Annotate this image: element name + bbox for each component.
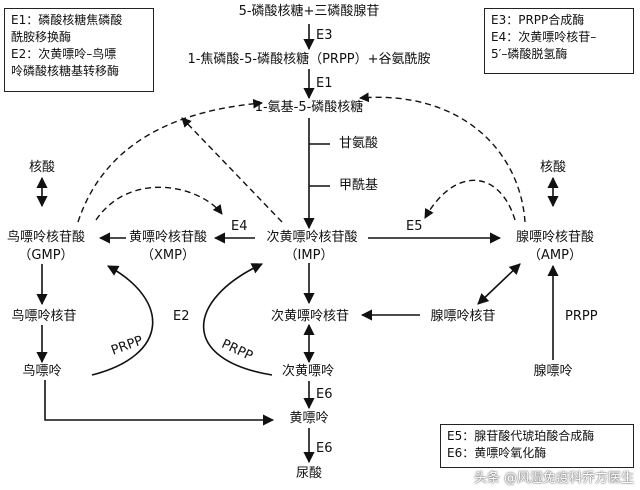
enzyme-e6-label-a: E6 [316,387,333,402]
enzyme-e2-label: E2 [173,309,190,324]
watermark: 头条 @风湿免疫科乔方医生 [473,471,634,486]
node-adenosine: 腺嘌呤核苷 [430,309,496,324]
feedback-gmp-to-xmp [95,186,223,221]
node-xmp-abbr: （XMP） [141,248,195,263]
enzyme-e1-label: E1 [316,76,333,91]
legend-box-e3-e4: E3：PRPP合成酶 E4：次黄嘌呤核苷– 5′–磷酸脱氢酶 [484,8,634,74]
node-xmp-name: 黄嘌呤核苷酸 [128,230,208,245]
node-gmp-abbr: （GMP） [18,248,74,263]
node-imp-name: 次黄嘌呤核苷酸 [266,230,358,245]
node-guanosine: 鸟嘌呤核苷 [11,309,77,324]
arrow-amp-adenosine [477,263,521,305]
enzyme-e5-label: E5 [406,219,423,234]
node-gmp-name: 鸟嘌呤核苷酸 [6,230,86,245]
node-inosine: 次黄嘌呤核苷 [270,309,350,324]
node-nucleic-acid-right: 核酸 [539,160,567,175]
legend-e3-e4-line-2: E4：次黄嘌呤核苷– [491,30,597,44]
node-amp-abbr: （AMP） [528,248,582,263]
legend-box-e5-e6: E5：腺苷酸代琥珀酸合成酶 E6：黄嘌呤氧化酶 [440,424,634,468]
node-guanine: 鸟嘌呤 [22,364,62,379]
enzyme-e3-label: E3 [316,28,333,43]
legend-box-e1-e2: E1：磷酸核糖焦磷酸 酰胺移换酶 E2：次黄嘌呤–鸟嘌 呤磷酸核糖基转移酶 [4,8,154,92]
salvage-guanine-to-gmp [91,265,154,376]
node-imp-abbr: （IMP） [284,248,334,263]
node-precursor: 5-磷酸核糖+三磷酸腺苷 [238,4,380,19]
legend-e1-e2-line-3: E2：次黄嘌呤–鸟嘌 [11,47,117,61]
enzyme-e6-label-b: E6 [316,441,333,456]
node-formyl: 甲酰基 [339,178,379,193]
feedback-amp-loop [424,179,516,221]
feedback-amp-to-aminoribose [359,92,526,223]
node-xanthine: 黄嘌呤 [289,411,329,426]
legend-e1-e2-line-4: 呤磷酸核糖基转移酶 [11,64,120,78]
salvage-hypoxanthine-to-imp [202,263,273,376]
node-hypoxanthine: 次黄嘌呤 [281,364,335,379]
node-glycine: 甘氨酸 [339,136,379,151]
node-uric-acid: 尿酸 [295,466,323,481]
node-nucleic-acid-left: 核酸 [28,160,56,175]
legend-e1-e2-line-2: 酰胺移换酶 [11,30,72,44]
feedback-imp-to-prpp-step [181,117,283,223]
node-adenine: 腺嘌呤 [533,364,573,379]
legend-e1-e2-line-1: E1：磷酸核糖焦磷酸 [11,13,123,27]
node-amp-name: 腺嘌呤核苷酸 [515,230,595,245]
prpp-label-right: PRPP [565,309,598,324]
legend-e3-e4-line-1: E3：PRPP合成酶 [491,13,585,27]
node-prpp: 1-焦磷酸-5-磷酸核糖（PRPP）+谷氨酰胺 [187,52,431,67]
enzyme-e4-label: E4 [231,219,248,234]
feedback-gmp-to-aminoribose [77,98,263,223]
legend-e5-e6-line-1: E5：腺苷酸代琥珀酸合成酶 [447,429,595,443]
node-amino-ribose: 1-氨基-5-磷酸核糖 [254,100,364,115]
legend-e3-e4-line-3: 5′–磷酸脱氢酶 [491,47,568,61]
legend-e5-e6-line-2: E6：黄嘌呤氧化酶 [447,446,547,460]
arrow-guanine-to-xanthine [44,380,275,426]
